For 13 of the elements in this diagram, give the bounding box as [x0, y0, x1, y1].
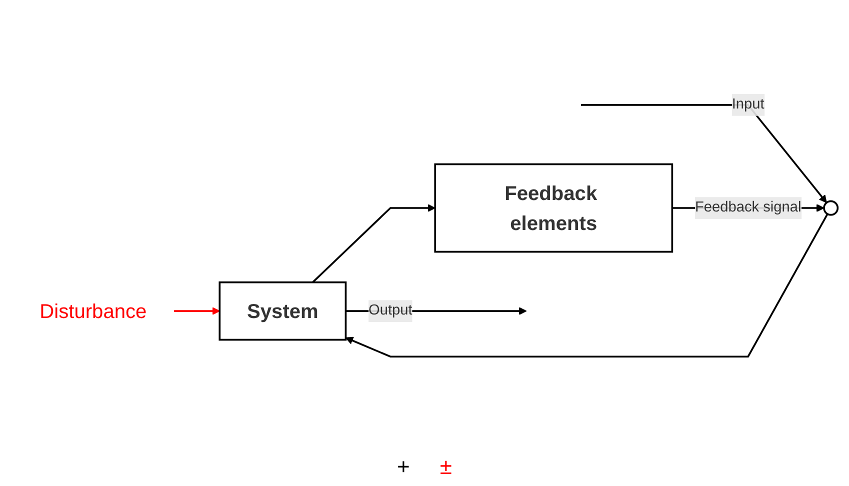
edge-label: Output — [368, 302, 412, 318]
node-circle — [822, 200, 838, 216]
edge-label: Input — [731, 96, 764, 112]
node-text: Disturbance — [39, 300, 146, 322]
edge-label: Feedback signal — [694, 200, 801, 216]
block-diagram: Input Output Feedback signal Disturbance System Feedback elements — [4, 84, 844, 364]
sign-label: + — [397, 454, 410, 480]
node-box — [218, 281, 346, 341]
arrow — [312, 204, 435, 283]
arrow — [174, 307, 220, 316]
sign-label: ± — [440, 454, 452, 480]
node-box — [434, 163, 673, 253]
arrow — [580, 104, 826, 204]
